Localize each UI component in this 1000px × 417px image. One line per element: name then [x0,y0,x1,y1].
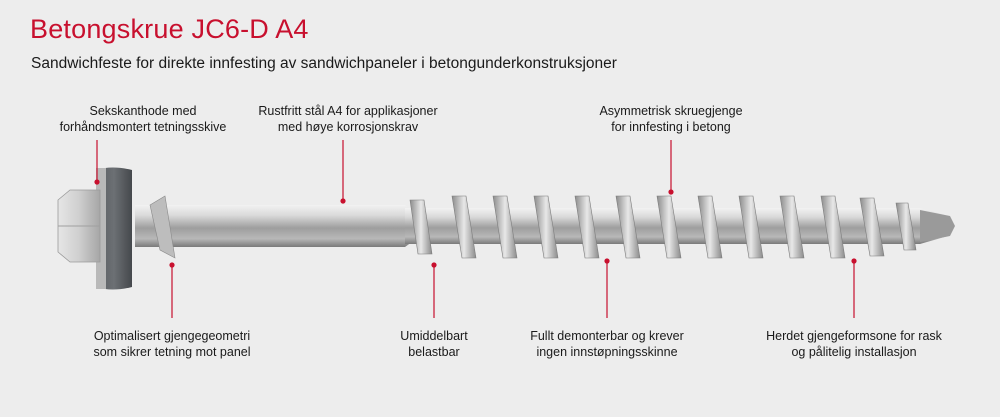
callout-steel-line1: Rustfritt stål A4 for applikasjoner [258,104,438,118]
page-subtitle: Sandwichfeste for direkte innfesting av … [31,55,617,72]
callout-load-line2: belastbar [408,345,460,359]
callout-geometry: Optimalisert gjengegeometri som sikrer t… [72,328,272,360]
callout-pointers [94,140,857,318]
callout-geometry-line2: som sikrer tetning mot panel [93,345,251,359]
callout-head: Sekskanthode med forhåndsmontert tetning… [38,103,248,135]
callout-thread-line2: for innfesting i betong [611,120,731,134]
screw-tip [920,210,955,242]
callout-thread: Asymmetrisk skruegjenge for innfesting i… [571,103,771,135]
callout-head-line2: forhåndsmontert tetningsskive [59,120,227,134]
screw-threads [409,195,917,259]
callout-remove-line2: ingen innstøpningsskinne [536,345,678,359]
callout-hardened-line1: Herdet gjengeformsone for rask [766,329,942,343]
callout-load-line1: Umiddelbart [400,329,468,343]
callout-load: Umiddelbart belastbar [384,328,484,360]
callout-remove-line1: Fullt demonterbar og krever [530,329,684,343]
page-title: Betongskrue JC6-D A4 [30,14,309,44]
callout-thread-line1: Asymmetrisk skruegjenge [599,104,743,118]
seal-thread [149,195,176,259]
screw-shank [135,205,412,247]
callout-hardened: Herdet gjengeformsone for rask og pålite… [749,328,959,360]
callout-geometry-line1: Optimalisert gjengegeometri [93,329,251,343]
callout-steel-line2: med høye korrosjonskrav [277,120,419,134]
callout-steel: Rustfritt stål A4 for applikasjoner med … [243,103,453,135]
callout-hardened-line2: og pålitelig installasjon [791,345,917,359]
callout-remove: Fullt demonterbar og krever ingen innstø… [507,328,707,360]
callout-head-line1: Sekskanthode med [89,104,197,118]
